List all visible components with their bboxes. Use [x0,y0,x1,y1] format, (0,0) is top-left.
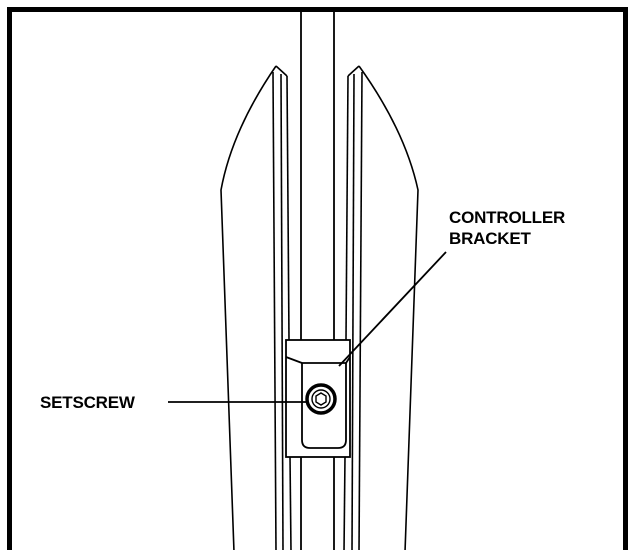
rail-left-outer [272,71,277,550]
rail-left-lower-inner [289,455,292,550]
controller-bracket-label: CONTROLLER BRACKET [449,207,565,249]
center-post [300,10,335,550]
boom-right-outline [358,65,419,550]
boom-right-top-edge [347,65,360,77]
boom-left-outline [220,65,277,550]
controller-bracket-leader [338,251,447,367]
rail-right-outer [358,71,363,550]
controller-bracket [285,339,351,458]
figure-frame [7,7,628,550]
leader-lines [168,251,447,403]
boom-left-top-edge [275,65,288,77]
bracket-top-notch-right [345,356,351,364]
rail-lines [272,71,363,550]
boom-body [220,65,419,550]
rail-right-mid [351,73,355,550]
controller-bracket-label-line2: BRACKET [449,229,531,248]
rail-right-inner [345,75,349,341]
setscrew-hex-socket [315,392,327,406]
rail-right-lower-inner [343,455,346,550]
bracket-top-notch-left [285,356,303,364]
setscrew-icon [305,383,337,415]
rail-left-mid [280,73,284,550]
setscrew-label: SETSCREW [40,393,135,412]
rail-left-inner [286,75,290,341]
controller-bracket-label-line1: CONTROLLER [449,208,566,227]
